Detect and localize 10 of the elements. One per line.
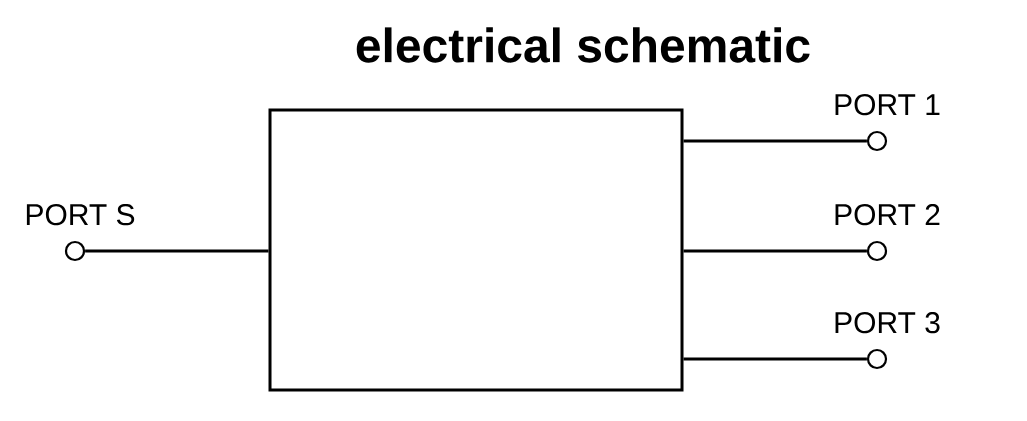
port-label: PORT S [26,204,135,226]
port-label: PORT 3 [835,312,940,334]
component-box [268,108,684,392]
port-label: PORT 2 [835,204,940,226]
wire [683,249,867,253]
wire [85,249,269,253]
wire [683,357,867,361]
port-label: PORT 1 [835,94,940,116]
title: electrical schematic [356,27,810,63]
wire [683,139,867,143]
